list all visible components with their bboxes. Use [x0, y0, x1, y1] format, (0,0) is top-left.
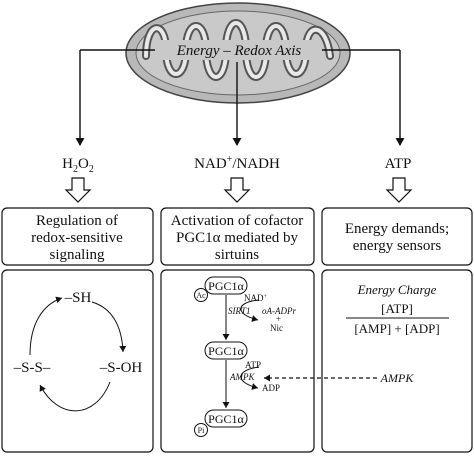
- nad-nadh-label: NAD+/NADH: [194, 154, 280, 172]
- disulfide-label: –S-S–: [13, 360, 51, 376]
- redox-box-line-2: redox-sensitive: [31, 230, 123, 246]
- cycle-arrow-bottom: [39, 381, 111, 412]
- axis-label: Energy – Redox Axis: [176, 43, 302, 59]
- energy-box-line-2: energy sensors: [353, 238, 442, 254]
- ac-label: Ac: [196, 291, 206, 300]
- sirt1-curve: [240, 299, 260, 322]
- pgc-pathway-panel: [160, 269, 315, 453]
- pgc-node-1: [204, 276, 248, 295]
- redox-signaling-box: [1, 207, 154, 266]
- ampk-curve: [240, 366, 260, 390]
- nad-plus-label: NAD+: [244, 293, 268, 303]
- energy-charge-panel: [321, 269, 473, 453]
- pi-label: Pi: [198, 426, 205, 435]
- pgc-activation-box: [160, 207, 315, 266]
- energy-demand-box: [321, 207, 473, 266]
- sulfenic-label: –S-OH: [99, 360, 143, 376]
- pgc-box-line-1: Activation of cofactor: [171, 213, 303, 229]
- oa-adpr-label: oA-ADPr: [262, 306, 296, 316]
- hollow-arrow-2: [223, 177, 251, 203]
- adp-label: ADP: [262, 383, 280, 393]
- cycle-arrow-right: [91, 301, 127, 353]
- nic-label: Nic: [270, 323, 283, 333]
- redox-box-line-1: Regulation of: [36, 213, 118, 229]
- h2o2-label: H2O2: [62, 156, 94, 175]
- plus-label: +: [276, 314, 281, 324]
- energy-charge-title: Energy Charge: [357, 282, 437, 297]
- pgc-node-1-label: PGC1α: [208, 279, 244, 293]
- redox-cycle: –SH –S-S– –S-OH: [13, 290, 143, 412]
- pgc-pathway: PGC1α Ac NAD+ SIRT1 oA-ADPr + Nic PGC1α …: [194, 276, 296, 437]
- pgc-node-3-label: PGC1α: [208, 412, 244, 426]
- atp-label: ATP: [385, 156, 412, 172]
- pgc-node-2: [204, 341, 248, 360]
- sirt1-label: SIRT1: [228, 306, 251, 316]
- ampk-sensor-label: AMPK: [380, 371, 415, 385]
- energy-charge-denominator: [AMP] + [ADP]: [354, 321, 439, 336]
- ac-circle: [194, 288, 208, 302]
- energy-box-line-1: Energy demands;: [345, 221, 449, 237]
- hollow-arrow-1: [64, 177, 92, 203]
- hollow-arrow-3: [385, 177, 413, 203]
- atp-small-label: ATP: [245, 360, 261, 370]
- thiol-label: –SH: [64, 290, 92, 306]
- cycle-arrow-left: [29, 296, 63, 356]
- energy-charge-numerator: [ATP]: [381, 301, 413, 316]
- pgc-box-line-3: sirtuins: [215, 247, 259, 263]
- energy-charge: Energy Charge [ATP] [AMP] + [ADP] AMPK: [346, 282, 449, 385]
- pgc-box-line-2: PGC1α mediated by: [176, 230, 299, 246]
- pgc-node-3: [204, 409, 248, 428]
- pi-circle: [194, 423, 208, 437]
- ampk-small-label: AMPK: [229, 372, 255, 382]
- pgc-node-2-label: PGC1α: [208, 344, 244, 358]
- redox-box-line-3: signaling: [50, 247, 105, 263]
